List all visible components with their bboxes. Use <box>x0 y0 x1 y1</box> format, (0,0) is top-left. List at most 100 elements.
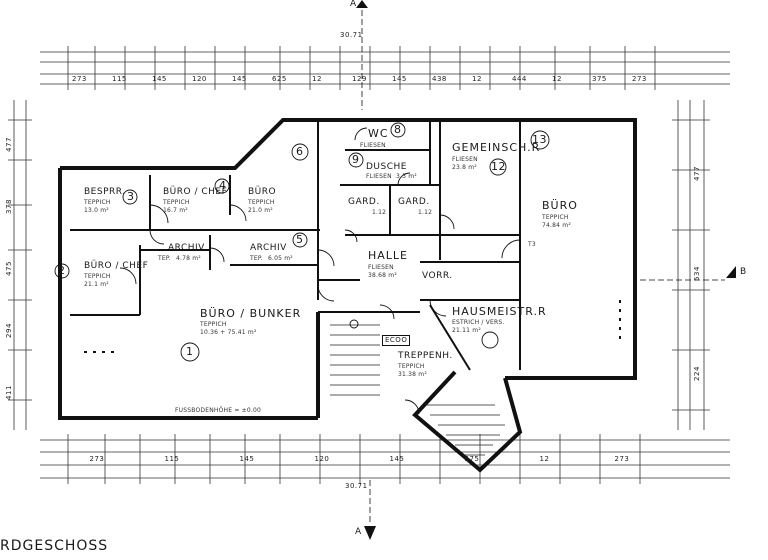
room-name-halle: HALLE <box>368 249 409 262</box>
dim-bottom-value: 273 <box>614 455 630 463</box>
dim-top-value: 145 <box>152 75 167 83</box>
room-area-buro-small: 21.0 m² <box>248 207 273 214</box>
room-name-hausmeister: HAUSMEISTR.R <box>452 305 547 318</box>
room-area-besprechung: 13.0 m² <box>84 207 109 214</box>
room-name-wc: WC <box>368 127 389 140</box>
room-name-archiv-2: ARCHIV <box>250 243 287 253</box>
dim-left-value: 477 <box>4 137 13 152</box>
room-floor-archiv-1: TEP. <box>158 255 171 262</box>
room-name-vorr: VORR. <box>422 271 453 281</box>
room-number-buro-chef-1: 4 <box>219 179 227 192</box>
dim-right-value: 477 <box>692 166 701 181</box>
room-number-besprechung: 3 <box>127 190 135 203</box>
room-name-treppe: TREPPENH. <box>398 351 453 361</box>
section-markers <box>356 0 736 540</box>
dimension-ticks <box>8 46 710 484</box>
door-swings <box>119 127 521 415</box>
dim-bottom-value: 145 <box>389 455 405 463</box>
room-area-hausmeister: 21.11 m² <box>452 327 481 334</box>
room-floor-dusche: FLIESEN <box>366 173 392 180</box>
room-name-dusche: DUSCHE <box>366 162 407 172</box>
room-area-halle: 38.68 m² <box>368 272 397 279</box>
room-floor-besprechung: TEPPICH <box>84 199 111 206</box>
dim-bottom-value: 145 <box>239 455 255 463</box>
room-number-6: 6 <box>296 145 304 158</box>
floor-height-note: FUSSBODENHÖHE = ±0.00 <box>175 407 262 414</box>
room-area-treppe: 31.38 m² <box>398 371 427 378</box>
room-number-buro-small: 5 <box>296 233 304 246</box>
room-name-gemeinsch: GEMEINSCH.R <box>452 141 541 154</box>
dim-top-value: 12 <box>312 75 322 83</box>
overall-dimension-bottom: 30.71 <box>345 482 368 490</box>
dim-top-value: 444 <box>512 75 527 83</box>
dim-top-value: 120 <box>192 75 207 83</box>
dim-bottom-value: 120 <box>314 455 330 463</box>
dim-right-value: 534 <box>692 266 701 281</box>
room-number-buro-chef-2: 2 <box>58 264 66 277</box>
room-floor-treppe: TEPPICH <box>398 363 425 370</box>
dim-top-value: 129 <box>352 75 367 83</box>
room-name-buro-east: BÜRO <box>542 199 578 212</box>
section-b-label: B <box>740 267 747 277</box>
room-name-gard-1: GARD. <box>348 197 380 207</box>
window-marks <box>58 169 637 396</box>
room-floor-hausmeister: ESTRICH / VERS. <box>452 319 505 326</box>
dim-top-value: 12 <box>472 75 482 83</box>
room-number-gemeinsch: 12 <box>491 160 506 173</box>
outer-walls <box>58 118 637 473</box>
room-circles <box>54 122 550 362</box>
dim-top-value: 145 <box>232 75 247 83</box>
dim-right-value: 224 <box>692 366 701 381</box>
room-floor-halle: FLIESEN <box>368 264 394 271</box>
room-number-buro-bunker: 1 <box>186 345 194 358</box>
room-area-dusche: 3.3 m² <box>396 173 417 180</box>
room-floor-buro-bunker: TEPPICH <box>200 321 227 328</box>
room-name-buro-chef-1: BÜRO / CHEF <box>163 187 228 197</box>
dim-top-value: 273 <box>72 75 87 83</box>
room-floor-buro-chef-2: TEPPICH <box>84 273 111 280</box>
dim-bottom-value: 115 <box>164 455 180 463</box>
dim-bottom-value: 12 <box>539 455 550 463</box>
room-area-buro-bunker: 10.36 + 75.41 m² <box>200 329 257 336</box>
room-floor-archiv-2: TEP. <box>250 255 263 262</box>
room-area-gard-1: 1.12 <box>372 209 387 216</box>
section-a-top-label: A <box>350 0 357 9</box>
room-floor-gemeinsch: FLIESEN <box>452 156 478 163</box>
dim-top-value: 145 <box>392 75 407 83</box>
dim-left-value: 294 <box>4 323 13 338</box>
dim-left-value: 411 <box>4 385 13 400</box>
room-area-buro-chef-2: 21.1 m² <box>84 281 109 288</box>
floor-title: RDGESCHOSS <box>0 538 109 554</box>
section-lines <box>361 10 725 525</box>
stair-lines <box>330 324 505 456</box>
room-area-buro-east: 74.84 m² <box>542 222 571 229</box>
room-number-wc: 8 <box>394 123 402 136</box>
dim-top-value: 115 <box>112 75 127 83</box>
room-floor-buro-east: TEPPICH <box>542 214 569 221</box>
room-floor-wc: FLIESEN <box>360 142 386 149</box>
dim-top-value: 375 <box>592 75 607 83</box>
dim-bottom-value: 273 <box>89 455 105 463</box>
room-name-gard-2: GARD. <box>398 197 430 207</box>
room-number-dusche: 9 <box>352 153 360 166</box>
dim-top-value: 625 <box>272 75 287 83</box>
room-area-buro-chef-1: 16.7 m² <box>163 207 188 214</box>
room-name-buro-bunker: BÜRO / BUNKER <box>200 307 302 320</box>
room-area-archiv-2: 6.05 m² <box>268 255 293 262</box>
inner-walls <box>70 120 521 371</box>
dim-bottom-value: 575 <box>464 455 480 463</box>
room-name-archiv-1: ARCHIV <box>168 243 205 253</box>
room-name-besprechung: BESPRR. <box>84 187 126 197</box>
dim-left-value: 378 <box>4 199 13 214</box>
room-floor-buro-small: TEPPICH <box>248 199 275 206</box>
room-floor-buro-chef-1: TEPPICH <box>163 199 190 206</box>
room-number-buro-east: 13 <box>532 133 547 146</box>
ecoo-label: ECOO <box>382 335 411 346</box>
overall-dimension-top: 30.71 <box>340 31 363 39</box>
dim-left-value: 475 <box>4 261 13 276</box>
dim-top-value: 12 <box>552 75 562 83</box>
section-a-bottom-label: A <box>355 527 362 537</box>
room-name-buro-chef-2: BÜRO / CHEF <box>84 261 149 271</box>
room-area-archiv-1: 4.78 m² <box>176 255 201 262</box>
